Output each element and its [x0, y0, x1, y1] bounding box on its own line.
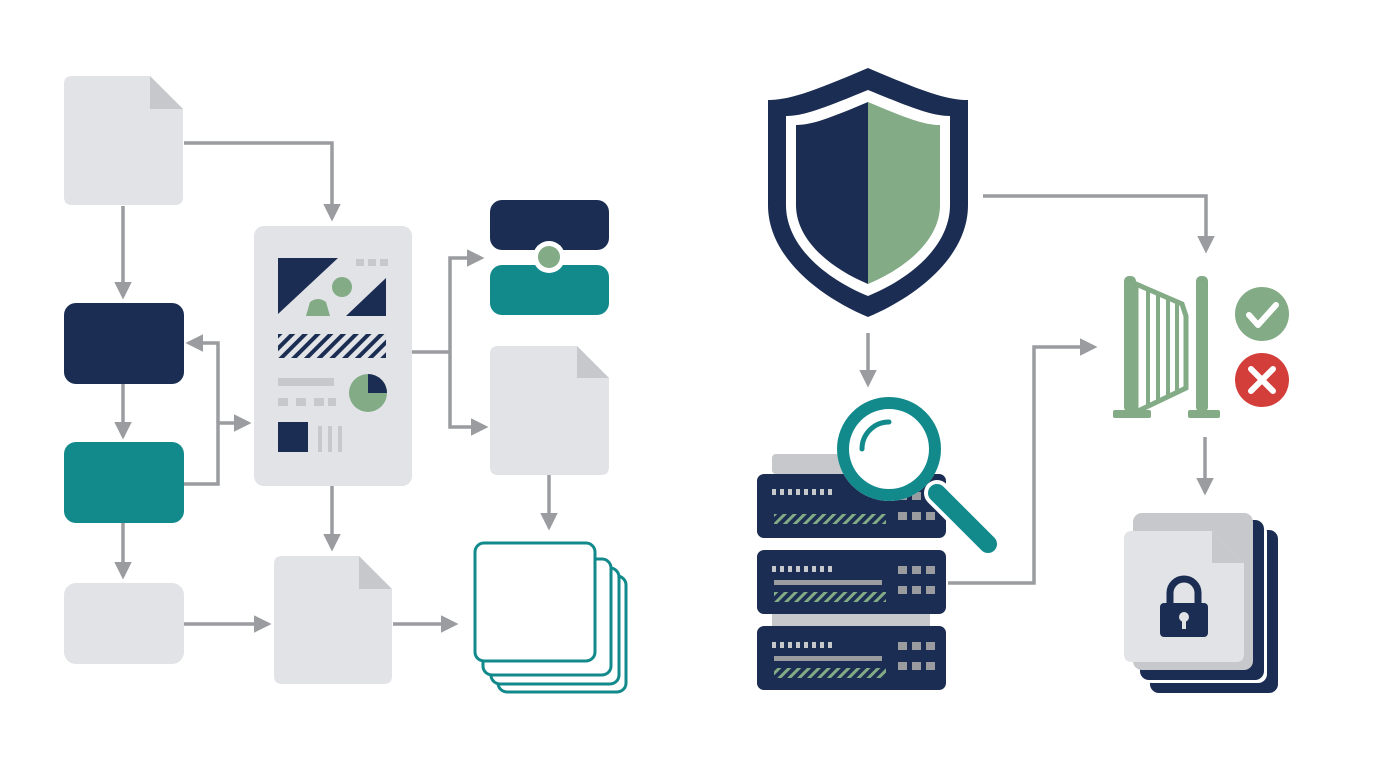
column-bars: [318, 426, 342, 452]
check-icon: [1235, 287, 1289, 341]
teal-block: [64, 442, 184, 523]
pie-chart-icon: [349, 374, 387, 412]
document-icon-bottom: [274, 556, 392, 684]
document-stack-icon: [473, 541, 628, 694]
server-unit-3: [757, 626, 946, 690]
hatched-bar: [278, 334, 386, 358]
arrow-report-to-navy: [185, 334, 220, 423]
arrow-doc-to-report: [184, 141, 341, 222]
linked-blocks-icon: [490, 200, 609, 315]
padlock-icon: [1160, 575, 1208, 637]
x-icon: [1235, 353, 1289, 407]
document-icon: [64, 76, 183, 205]
shield-icon: [768, 68, 968, 317]
gate-icon: [1113, 276, 1220, 418]
report-page-icon: [254, 226, 412, 486]
left-connectors: [114, 141, 558, 633]
server-unit-2: [757, 550, 946, 614]
image-placeholder: [278, 258, 388, 316]
arrow-shield-to-gate: [983, 194, 1215, 254]
arrow-server-to-gate: [948, 338, 1098, 585]
right-connectors: [859, 194, 1215, 585]
magnifier-icon: [837, 397, 1001, 557]
locked-document-icon: [1124, 513, 1278, 693]
arrow-to-linked-blocks: [448, 249, 485, 352]
arrow-teal-to-report: [184, 414, 252, 486]
document-icon-right: [490, 346, 609, 475]
text-lines: [278, 378, 336, 406]
square-block: [278, 422, 308, 452]
server-rack-icon: [757, 454, 946, 690]
arrow-to-right-doc: [448, 352, 489, 436]
navy-block: [64, 303, 184, 384]
gray-block: [64, 583, 184, 664]
